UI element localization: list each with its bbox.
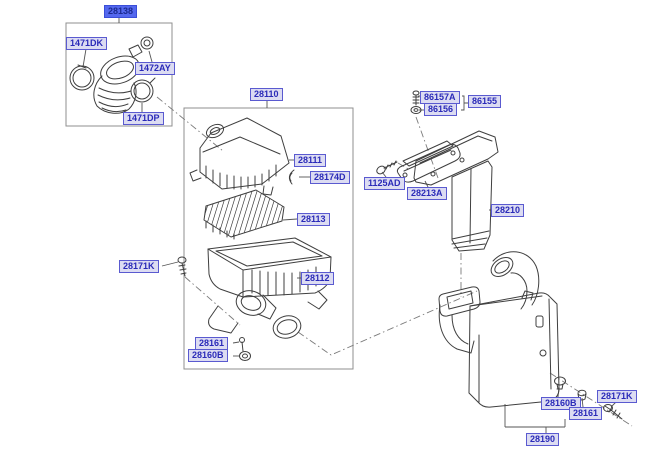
bolt-icon [177,256,187,264]
air-cleaner-body-drawing [207,237,332,339]
spacer-icon [577,389,587,397]
group-boxes [65,22,354,370]
part-label-1471DK[interactable]: 1471DK [66,37,108,50]
screw-icon [412,90,420,96]
hose-clamp-icon [69,65,95,91]
part-label-28111[interactable]: 28111 [294,154,327,167]
part-label-86156[interactable]: 86156 [424,103,458,116]
air-cleaner-group-box [183,107,354,370]
part-label-28160B-2[interactable]: 28160B [541,397,581,410]
bolt-icon [376,165,386,175]
part-label-28112[interactable]: 28112 [301,272,334,285]
bolt-icon [603,404,613,412]
flange-bolt-drawing [376,160,398,175]
leader-lines [82,17,617,433]
nut-icon [410,106,422,114]
elbow-hose-outline [492,251,540,306]
grommet-icon [554,376,566,386]
part-label-1471DP[interactable]: 1471DP [123,112,164,125]
part-label-28113[interactable]: 28113 [297,213,330,226]
part-label-28171K-2[interactable]: 28171K [597,390,637,403]
part-label-28213A[interactable]: 28213A [407,187,447,200]
part-label-86155[interactable]: 86155 [468,95,502,108]
grommet-icon [239,351,251,361]
small-clamp-icon [140,36,154,50]
resonator-drawing [438,251,560,408]
resonator-box [468,292,560,408]
cover-clip-drawing [288,169,295,185]
part-label-28174D[interactable]: 28174D [310,171,350,184]
air-cleaner-hardware-drawing [177,256,251,361]
air-filter-drawing [203,189,285,240]
seal-ring-icon [272,315,302,339]
label-bracket-28190 [504,404,566,433]
part-label-28161-2[interactable]: 28161 [569,407,603,420]
part-label-28210[interactable]: 28210 [491,204,525,217]
screw-nut-drawing [410,90,422,114]
assembly-dash-lines [156,96,633,427]
air-cleaner-cover-drawing [189,117,290,196]
part-label-28110[interactable]: 28110 [250,88,283,101]
label-bracket-86155 [461,95,468,111]
part-label-1472AY[interactable]: 1472AY [135,62,175,75]
part-label-28160B[interactable]: 28160B [188,349,228,362]
snorkel-mouth [438,286,481,317]
part-label-28138[interactable]: 28138 [104,5,138,18]
part-label-28171K[interactable]: 28171K [119,260,159,273]
hose-clamp-icon [130,79,154,103]
part-label-28190[interactable]: 28190 [526,433,560,446]
bracket-drawing [396,140,461,183]
breather-fitting-icon [128,44,143,58]
part-label-1125AD[interactable]: 1125AD [364,177,405,190]
air-duct-drawing [413,130,499,252]
